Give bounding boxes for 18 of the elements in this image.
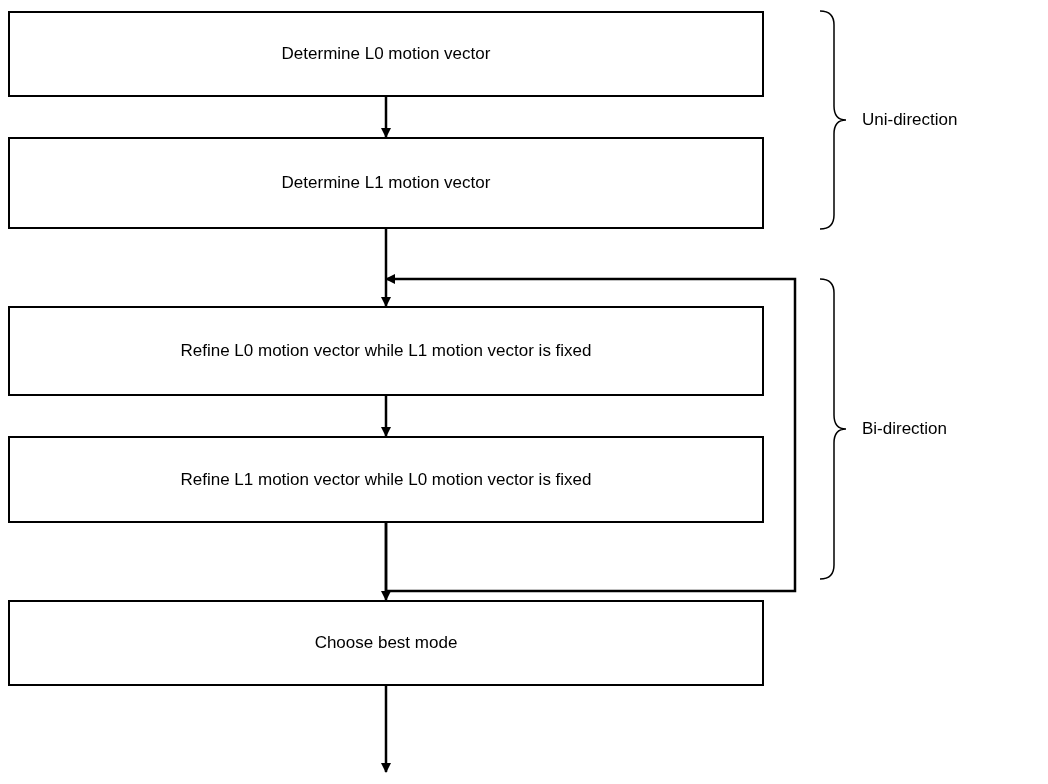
step-text: Determine L1 motion vector <box>281 173 491 193</box>
arrow <box>381 229 391 307</box>
process-box <box>8 137 764 229</box>
bracket-label: Bi-direction <box>862 419 948 439</box>
step-text: Refine L0 motion vector while L1 motion vector is fixed <box>180 341 592 361</box>
process-box <box>8 436 764 523</box>
bracket-label: Uni-direction <box>862 110 958 130</box>
arrow <box>381 686 391 773</box>
step-text: Choose best mode <box>314 633 458 653</box>
arrow <box>384 274 797 593</box>
arrow <box>381 97 391 138</box>
arrow <box>381 523 391 601</box>
process-box <box>8 600 764 686</box>
step-text: Refine L1 motion vector while L0 motion vector is fixed <box>180 469 592 490</box>
process-box <box>8 306 764 396</box>
arrow <box>381 396 391 437</box>
process-box <box>8 11 764 97</box>
step-text: Determine L0 motion vector <box>281 44 491 64</box>
